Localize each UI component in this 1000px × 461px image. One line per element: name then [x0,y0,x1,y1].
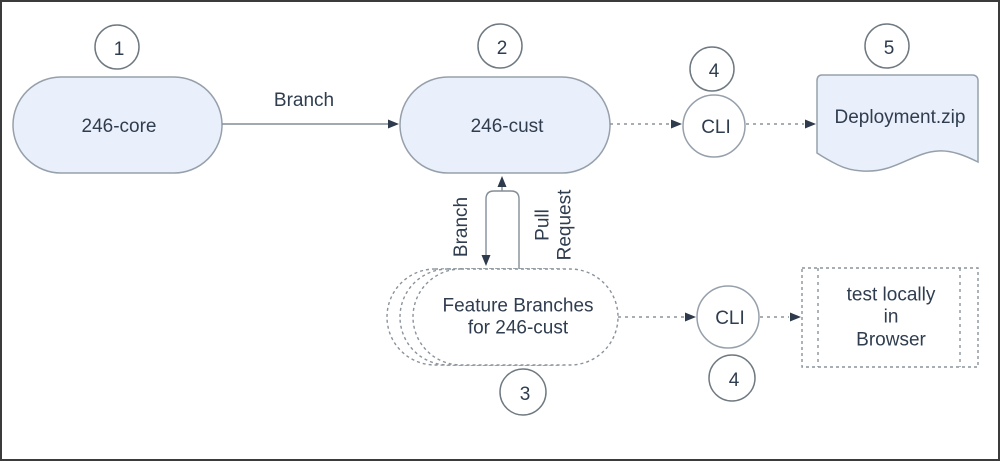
arrowhead [671,119,682,129]
arrowhead-up [497,176,507,187]
step-circle-2 [477,23,523,69]
step-circle-3 [499,368,547,416]
arrowhead-down [481,255,491,266]
node-246-core [12,76,223,174]
browser-test-outline [801,267,979,368]
node-browser-test [801,267,979,368]
edge-feature-to-cli [618,312,696,322]
arrowhead [388,119,399,129]
feature-stack-front [412,268,619,366]
edge-cli-to-browser [760,312,801,322]
node-cli-build [682,94,746,158]
edge-branch-down-and-pull-request [481,176,520,269]
node-cli-test [696,285,760,349]
step-circle-5 [864,23,910,69]
node-246-cust [399,76,611,174]
step-circle-1 [94,24,140,70]
arrowhead [805,119,816,129]
edge-branch-core-to-cust [222,119,399,129]
step-circle-4-build [689,46,735,92]
edge-cust-to-cli [610,119,682,129]
node-feature-branches [386,268,619,366]
edge-cli-to-deployment [746,119,816,129]
arrowhead [685,312,696,322]
arrowhead [790,312,801,322]
step-circle-4-test [708,354,756,402]
node-deployment-zip [816,74,979,172]
